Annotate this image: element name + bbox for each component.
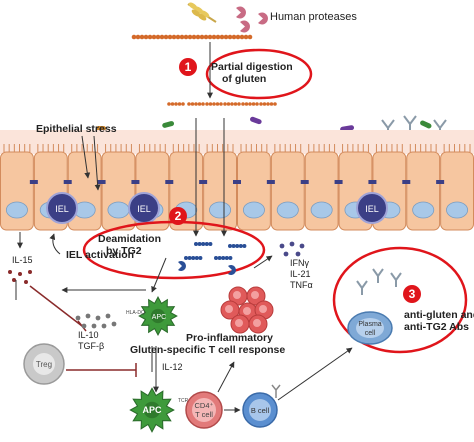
step2-badge — [169, 207, 187, 225]
tnfa-label: TNFα — [290, 280, 313, 290]
deamidated-gliadin — [178, 242, 247, 275]
b-to-plasma-arrow — [277, 347, 353, 401]
partial-digestion-line1: Partial digestion — [211, 61, 293, 73]
step3-highlight — [332, 246, 468, 354]
svg-text:Treg: Treg — [36, 360, 52, 369]
epithelial-stress-label: Epithelial stress — [36, 123, 117, 135]
il12-label: IL-12 — [162, 362, 183, 372]
step3-badge — [403, 285, 421, 303]
stress-arrow2 — [93, 135, 101, 191]
apc-cell-lower — [129, 387, 175, 433]
svg-text:IEL: IEL — [365, 204, 379, 214]
svg-text:T cell: T cell — [195, 410, 213, 419]
cd4-t-cell: CD4⁺ T cell — [185, 391, 223, 429]
antibodies-line2: anti-TG2 Abs — [404, 321, 469, 333]
ifng-label: IFNγ — [290, 258, 309, 268]
inhibition-line1 — [29, 285, 83, 327]
svg-text:B cell: B cell — [251, 406, 270, 415]
apc-label: APC — [152, 314, 166, 321]
stress-arrow1 — [81, 135, 91, 179]
deamidation-line1: Deamidation — [98, 233, 161, 245]
step1-highlight — [205, 48, 313, 100]
deamidation-line2: by TG2 — [106, 245, 142, 257]
proinflam-line1: Pro-inflammatory — [186, 332, 273, 344]
inflammatory-cell-cluster — [220, 286, 274, 334]
antibody-icon — [356, 268, 402, 295]
iel-cell: IEL — [356, 192, 388, 224]
apc-cell — [138, 296, 178, 336]
svg-text:Plasma: Plasma — [358, 321, 381, 328]
t-cell-response-arrow — [217, 361, 235, 393]
digested-peptides — [167, 102, 277, 106]
b-cell: B cell — [242, 384, 281, 428]
il15-cytokines — [8, 270, 32, 284]
svg-text:IEL: IEL — [137, 204, 151, 214]
svg-text:IEL: IEL — [55, 204, 69, 214]
protease-icon — [236, 6, 268, 33]
proinflam-line2: Gluten-specific T cell response — [130, 344, 285, 356]
ifng-cytokines — [279, 241, 305, 257]
il15-label: IL-15 — [12, 255, 33, 265]
tcr-label: TCR — [178, 398, 189, 404]
iel-activation-arrow — [49, 233, 61, 255]
partial-digestion-line2: of gluten — [222, 73, 266, 85]
il10-tgfb-cytokines — [75, 313, 117, 329]
human-proteases-label: Human proteases — [270, 11, 357, 23]
step1-badge — [179, 58, 197, 76]
iel-cell: IEL — [128, 192, 160, 224]
il21-label: IL-21 — [290, 269, 311, 279]
gluten-peptide-chain — [131, 34, 253, 40]
iel-cell: IEL — [46, 192, 78, 224]
step1-number: 1 — [185, 60, 192, 74]
cluster-to-cytokines-arrow — [253, 255, 273, 269]
antibodies-line1: anti-gluten and — [404, 309, 474, 321]
deamidation-to-apc-arrow — [151, 257, 167, 293]
tgfb-label: TGF-β — [78, 341, 104, 351]
treg-cell: Treg — [23, 343, 65, 385]
hla-dq-label: HLA-DQ — [126, 310, 145, 316]
iel-activation-label: IEL activation — [66, 249, 134, 261]
step2-number: 2 — [175, 209, 182, 223]
step3-number: 3 — [409, 287, 416, 301]
plasma-cell: Plasma cell — [347, 311, 393, 345]
apc-lower-label: APC — [142, 405, 162, 415]
svg-text:cell: cell — [365, 330, 376, 337]
svg-text:CD4⁺: CD4⁺ — [195, 401, 214, 410]
il10-label: IL-10 — [78, 330, 99, 340]
mucus-layer — [0, 130, 474, 154]
wheat-icon — [187, 2, 217, 23]
lumen-bacteria — [96, 116, 432, 132]
